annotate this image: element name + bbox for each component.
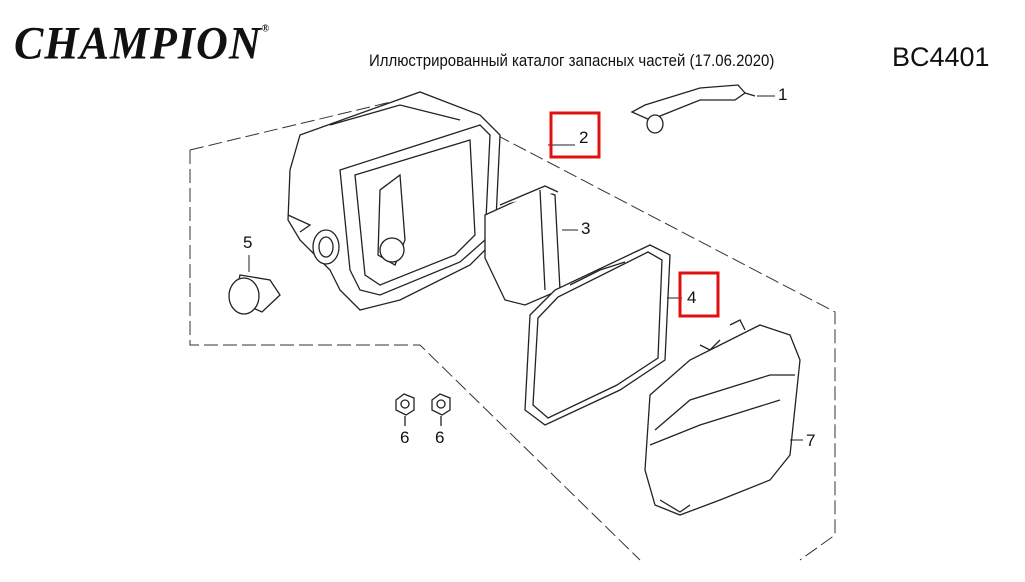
highlight-box-4 [678, 271, 720, 318]
part-2-filter-base [287, 91, 501, 311]
part-3-foam-prefilter [484, 185, 561, 306]
callout-6b[interactable]: 6 [435, 428, 444, 447]
part-6-nuts [395, 393, 451, 426]
catalog-title: Иллюстрированный каталог запасных частей… [369, 51, 775, 70]
brand-logo: CHAMPION® [14, 17, 270, 71]
part-5-plug [228, 274, 281, 315]
part-1-breather-tube [630, 84, 756, 134]
callout-6a[interactable]: 6 [400, 428, 409, 447]
callout-3[interactable]: 3 [581, 219, 590, 238]
callout-7[interactable]: 7 [806, 431, 815, 450]
brand-mark: ® [261, 23, 271, 35]
callout-2[interactable]: 2 [579, 128, 588, 147]
callout-1[interactable]: 1 [778, 85, 787, 104]
callout-5[interactable]: 5 [243, 233, 252, 252]
callout-4[interactable]: 4 [687, 288, 696, 307]
highlight-box-2 [549, 111, 601, 159]
brand-name: CHAMPION [14, 17, 262, 70]
model-number: BC4401 [892, 42, 990, 72]
part-4-filter-element [524, 244, 671, 426]
part-7-filter-cover [644, 319, 801, 516]
assembly-outline [189, 94, 836, 561]
